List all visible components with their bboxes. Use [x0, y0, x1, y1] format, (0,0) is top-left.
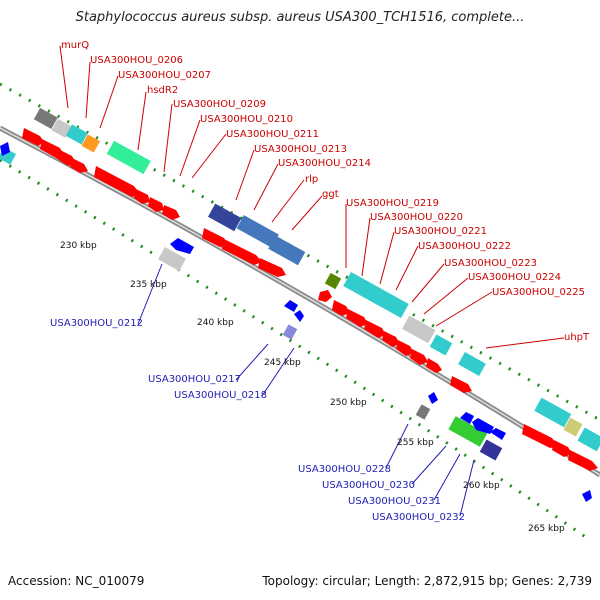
gene-label-usa300hou-0223[interactable]: USA300HOU_0223 [444, 258, 537, 269]
kbp-tick-label: 230 kbp [60, 241, 97, 251]
inner-scale-line [0, 158, 591, 542]
reverse-gene-arrow [582, 490, 592, 502]
gene-bar [577, 427, 600, 452]
kbp-tick-label: 235 kbp [130, 280, 167, 290]
gene-bar [402, 315, 436, 344]
kbp-tick-label: 250 kbp [330, 398, 367, 408]
forward-gene-arrow [450, 376, 472, 393]
reverse-gene-arrow [170, 238, 194, 254]
forward-gene-arrow [258, 258, 286, 277]
gene-label-usa300hou-0231[interactable]: USA300HOU_0231 [348, 496, 441, 507]
gene-label-usa300hou-0213[interactable]: USA300HOU_0213 [254, 144, 347, 155]
gene-bar [282, 324, 298, 340]
forward-gene-arrow [522, 424, 558, 448]
gene-label-hsdr2[interactable]: hsdR2 [147, 85, 179, 96]
forward-gene-arrow [382, 331, 400, 347]
forward-gene-arrow [22, 128, 44, 146]
forward-gene-arrow [162, 205, 180, 220]
gene-label-usa300hou-0228[interactable]: USA300HOU_0228 [298, 464, 391, 475]
gene-bar [448, 416, 488, 447]
gene-label-usa300hou-0217[interactable]: USA300HOU_0217 [148, 374, 241, 385]
forward-gene-arrow [332, 300, 350, 316]
forward-gene-arrow [318, 290, 332, 302]
gene-bar [158, 247, 186, 271]
gene-bar [268, 235, 306, 266]
gene-label-usa300hou-0221[interactable]: USA300HOU_0221 [394, 226, 487, 237]
gene-bar [415, 404, 431, 420]
gene-label-uhpt[interactable]: uhpT [564, 332, 590, 343]
gene-label-usa300hou-0220[interactable]: USA300HOU_0220 [370, 212, 463, 223]
gene-bar [324, 272, 342, 290]
reverse-gene-arrow [284, 300, 298, 312]
forward-gene-arrow [426, 358, 442, 373]
gene-bar [479, 439, 503, 461]
gene-label-rlp[interactable]: rlp [305, 174, 319, 185]
gene-label-usa300hou-0206[interactable]: USA300HOU_0206 [90, 55, 183, 66]
gene-label-usa300hou-0211[interactable]: USA300HOU_0211 [226, 129, 319, 140]
gene-bar [534, 397, 572, 428]
gene-bar [65, 124, 88, 145]
forward-arrows [22, 128, 598, 471]
gene-label-usa300hou-0224[interactable]: USA300HOU_0224 [468, 272, 561, 283]
gene-label-usa300hou-0225[interactable]: USA300HOU_0225 [492, 287, 585, 298]
forward-gene-arrow [222, 239, 262, 265]
kbp-tick-label: 260 kbp [463, 481, 500, 491]
gene-bar [81, 134, 101, 153]
accession-text: Accession: NC_010079 [8, 574, 145, 588]
gene-feature-track [0, 107, 600, 461]
kbp-tick-label: 240 kbp [197, 318, 234, 328]
scale-lines [0, 82, 600, 542]
forward-leader-lines [59, 45, 565, 349]
forward-gene-arrow [202, 228, 228, 247]
gene-bar [51, 118, 72, 139]
forward-gene-arrow [56, 149, 76, 166]
gene-label-ggt[interactable]: ggt [322, 189, 339, 200]
forward-gene-arrow [148, 197, 164, 212]
reverse-gene-arrow [472, 418, 494, 434]
gene-label-usa300hou-0207[interactable]: USA300HOU_0207 [118, 70, 211, 81]
gene-bar [208, 203, 242, 232]
gene-bar [33, 107, 58, 129]
gene-bar [236, 215, 279, 248]
gene-bar [458, 352, 486, 376]
genome-backbone [0, 125, 600, 478]
reverse-gene-arrow [294, 310, 304, 322]
reverse-leader-lines [137, 263, 475, 517]
reverse-gene-arrow [490, 428, 506, 440]
reverse-gene-arrow [428, 392, 438, 404]
forward-gene-arrow [364, 320, 386, 338]
kbp-tick-label: 245 kbp [264, 358, 301, 368]
forward-gene-arrow [134, 189, 150, 204]
forward-gene-arrow [94, 166, 140, 197]
gene-bar [343, 272, 409, 318]
gene-label-usa300hou-0218[interactable]: USA300HOU_0218 [174, 390, 267, 401]
forward-gene-arrow [70, 158, 88, 173]
gene-bar [106, 140, 151, 175]
forward-gene-arrow [552, 440, 572, 457]
gene-label-usa300hou-0210[interactable]: USA300HOU_0210 [200, 114, 293, 125]
forward-gene-arrow [410, 349, 428, 365]
gene-label-usa300hou-0222[interactable]: USA300HOU_0222 [418, 241, 511, 252]
kbp-tick-label: 265 kbp [528, 524, 565, 534]
genome-stats-text: Topology: circular; Length: 2,872,915 bp… [262, 574, 592, 588]
gene-label-usa300hou-0232[interactable]: USA300HOU_0232 [372, 512, 465, 523]
gene-bar [429, 334, 453, 356]
map-title: Staphylococcus aureus subsp. aureus USA3… [75, 10, 525, 25]
gene-label-usa300hou-0209[interactable]: USA300HOU_0209 [173, 99, 266, 110]
kbp-tick-label: 255 kbp [397, 438, 434, 448]
forward-gene-arrow [568, 450, 598, 471]
forward-gene-arrow [396, 340, 414, 356]
reverse-gene-arrow [460, 412, 474, 424]
gene-bar [563, 417, 583, 437]
gene-label-usa300hou-0212[interactable]: USA300HOU_0212 [50, 318, 143, 329]
gene-label-murq[interactable]: murQ [61, 40, 90, 51]
gene-label-usa300hou-0219[interactable]: USA300HOU_0219 [346, 198, 439, 209]
forward-gene-arrow [346, 309, 368, 327]
reverse-gene-arrow [0, 142, 10, 156]
gene-label-usa300hou-0214[interactable]: USA300HOU_0214 [278, 158, 371, 169]
gene-label-usa300hou-0230[interactable]: USA300HOU_0230 [322, 480, 415, 491]
reverse-arrows [0, 142, 592, 502]
